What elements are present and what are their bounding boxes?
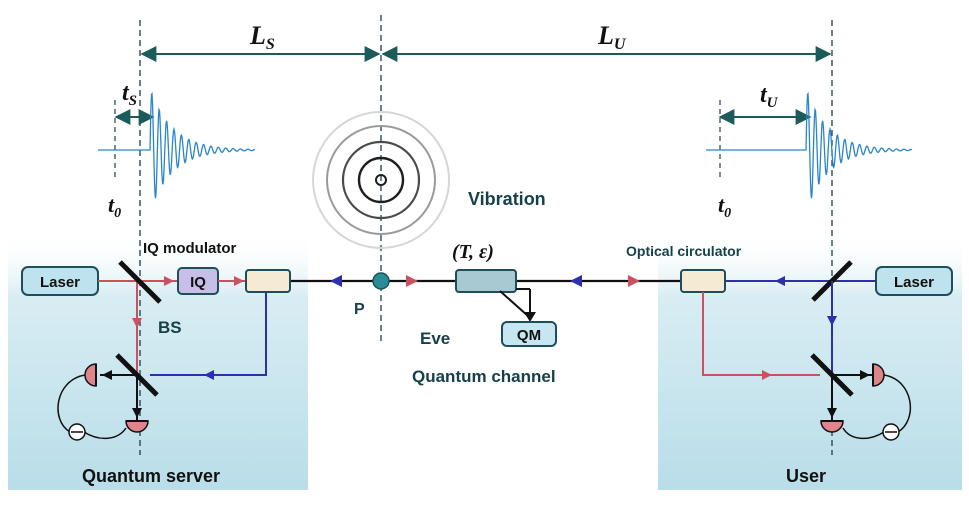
quantum-server-label: Quantum server bbox=[82, 466, 220, 486]
left-vibration-waveform bbox=[98, 91, 256, 199]
ts-label: tS bbox=[122, 80, 137, 109]
channel-arrow-right-2 bbox=[628, 275, 640, 287]
eve-tap-line bbox=[499, 290, 529, 317]
beam-splitter-server bbox=[118, 260, 162, 304]
server-detector-2 bbox=[125, 420, 149, 433]
ls-label: LS bbox=[249, 21, 275, 53]
laser-right-label: Laser bbox=[894, 274, 934, 291]
laser-left-label: Laser bbox=[40, 274, 80, 291]
qm-box bbox=[501, 321, 557, 347]
quantum-channel-label: Quantum channel bbox=[412, 367, 556, 386]
user-label: User bbox=[786, 466, 826, 486]
t0-left-label: t0 bbox=[108, 192, 121, 221]
optical-circulator-label: Optical circulator bbox=[626, 243, 742, 259]
tu-label: tU bbox=[760, 82, 779, 111]
qm-label: QM bbox=[517, 327, 541, 344]
vibration-label: Vibration bbox=[468, 189, 546, 209]
t0-right-label: t0 bbox=[718, 192, 731, 221]
eve-tap-box bbox=[455, 269, 517, 293]
iq-modulator-label: IQ modulator bbox=[143, 240, 236, 257]
right-vibration-waveform bbox=[706, 91, 913, 199]
channel-params-label: (T, ε) bbox=[452, 241, 494, 263]
point-p-marker bbox=[372, 272, 390, 290]
eve-label: Eve bbox=[420, 329, 450, 348]
lu-label: LU bbox=[597, 21, 627, 53]
waveform-trace bbox=[706, 91, 913, 199]
iq-label: IQ bbox=[190, 274, 206, 291]
vibration-rings-icon bbox=[312, 111, 450, 249]
server-detector-1 bbox=[84, 363, 97, 387]
point-p-label: P bbox=[354, 301, 365, 318]
user-detector-1 bbox=[872, 363, 885, 387]
channel-arrow-right-1 bbox=[406, 275, 418, 287]
bs-label: BS bbox=[158, 318, 182, 337]
channel-arrow-left-2 bbox=[570, 275, 582, 287]
channel-arrow-left-1 bbox=[330, 275, 342, 287]
user-circulator bbox=[680, 269, 726, 293]
user-detector-2 bbox=[820, 420, 844, 433]
server-circulator bbox=[245, 269, 291, 293]
waveform-trace bbox=[98, 91, 256, 199]
